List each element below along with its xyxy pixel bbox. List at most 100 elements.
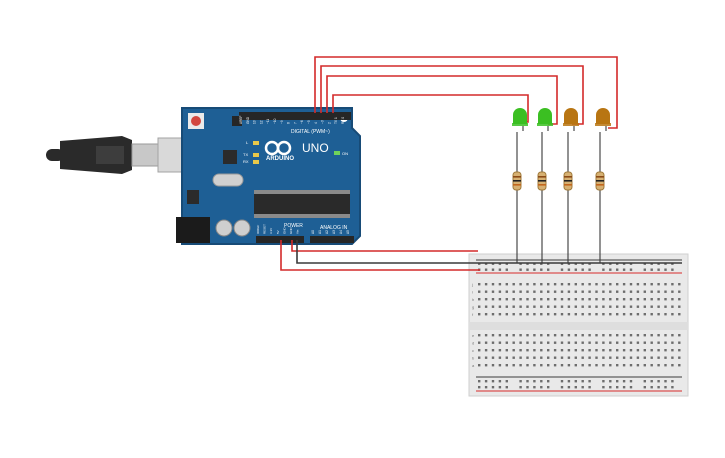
breadboard-hole[interactable] — [553, 334, 557, 337]
breadboard-hole[interactable] — [512, 341, 515, 344]
breadboard-hole[interactable] — [512, 290, 515, 293]
breadboard-hole[interactable] — [629, 364, 633, 367]
breadboard-hole[interactable] — [657, 380, 660, 383]
breadboard-hole[interactable] — [588, 313, 591, 316]
breadboard-hole[interactable] — [622, 305, 626, 308]
breadboard-hole[interactable] — [567, 313, 571, 316]
breadboard-hole[interactable] — [478, 298, 481, 301]
breadboard-hole[interactable] — [491, 298, 495, 301]
breadboard-hole[interactable] — [616, 298, 619, 301]
breadboard-hole[interactable] — [616, 341, 619, 344]
breadboard-hole[interactable] — [581, 268, 584, 271]
breadboard-hole[interactable] — [519, 298, 522, 301]
breadboard-hole[interactable] — [629, 283, 633, 286]
breadboard-hole[interactable] — [498, 349, 502, 352]
breadboard-hole[interactable] — [519, 268, 522, 271]
breadboard-hole[interactable] — [498, 386, 502, 389]
breadboard-hole[interactable] — [526, 386, 529, 389]
breadboard-hole[interactable] — [526, 298, 529, 301]
breadboard-hole[interactable] — [609, 364, 612, 367]
breadboard-hole[interactable] — [498, 341, 502, 344]
breadboard-hole[interactable] — [643, 380, 646, 383]
breadboard-hole[interactable] — [588, 364, 591, 367]
breadboard-hole[interactable] — [484, 386, 488, 389]
breadboard-hole[interactable] — [540, 334, 543, 337]
breadboard-hole[interactable] — [609, 313, 612, 316]
breadboard-hole[interactable] — [581, 380, 584, 383]
breadboard-hole[interactable] — [616, 386, 619, 389]
breadboard-hole[interactable] — [560, 290, 564, 293]
breadboard-hole[interactable] — [664, 341, 667, 344]
breadboard-hole[interactable] — [622, 349, 626, 352]
breadboard-hole[interactable] — [540, 349, 543, 352]
breadboard-hole[interactable] — [519, 334, 522, 337]
breadboard-hole[interactable] — [622, 298, 626, 301]
breadboard-hole[interactable] — [581, 305, 584, 308]
breadboard-hole[interactable] — [484, 356, 488, 359]
breadboard-hole[interactable] — [560, 356, 564, 359]
breadboard-hole[interactable] — [484, 364, 488, 367]
breadboard-hole[interactable] — [498, 334, 502, 337]
breadboard-hole[interactable] — [616, 290, 619, 293]
breadboard-hole[interactable] — [602, 305, 605, 308]
breadboard-hole[interactable] — [540, 380, 543, 383]
breadboard-hole[interactable] — [498, 313, 502, 316]
breadboard-hole[interactable] — [574, 364, 577, 367]
breadboard-hole[interactable] — [678, 334, 681, 337]
breadboard-hole[interactable] — [560, 305, 564, 308]
breadboard-hole[interactable] — [678, 305, 681, 308]
breadboard-hole[interactable] — [602, 356, 605, 359]
breadboard-hole[interactable] — [664, 356, 667, 359]
breadboard-hole[interactable] — [629, 341, 633, 344]
breadboard-hole[interactable] — [581, 364, 584, 367]
breadboard-hole[interactable] — [588, 341, 591, 344]
breadboard-hole[interactable] — [602, 290, 605, 293]
breadboard-hole[interactable] — [567, 341, 571, 344]
breadboard-hole[interactable] — [588, 298, 591, 301]
breadboard-hole[interactable] — [547, 380, 550, 383]
breadboard-hole[interactable] — [553, 341, 557, 344]
breadboard-hole[interactable] — [547, 305, 550, 308]
wire-red[interactable] — [320, 65, 584, 125]
breadboard-hole[interactable] — [671, 305, 674, 308]
breadboard-hole[interactable] — [519, 283, 522, 286]
breadboard-hole[interactable] — [491, 349, 495, 352]
breadboard-hole[interactable] — [609, 334, 612, 337]
breadboard-hole[interactable] — [636, 283, 640, 286]
breadboard-hole[interactable] — [533, 364, 536, 367]
breadboard-hole[interactable] — [512, 298, 515, 301]
breadboard-hole[interactable] — [553, 305, 557, 308]
breadboard-hole[interactable] — [512, 313, 515, 316]
breadboard-hole[interactable] — [505, 380, 508, 383]
breadboard-hole[interactable] — [629, 386, 633, 389]
breadboard-hole[interactable] — [636, 341, 640, 344]
breadboard-hole[interactable] — [491, 334, 495, 337]
breadboard-hole[interactable] — [560, 268, 564, 271]
breadboard-hole[interactable] — [595, 349, 598, 352]
breadboard-hole[interactable] — [560, 364, 564, 367]
breadboard-hole[interactable] — [505, 305, 508, 308]
breadboard-hole[interactable] — [498, 268, 502, 271]
breadboard-hole[interactable] — [553, 298, 557, 301]
breadboard-hole[interactable] — [588, 334, 591, 337]
breadboard-hole[interactable] — [671, 341, 674, 344]
breadboard-hole[interactable] — [622, 283, 626, 286]
breadboard-hole[interactable] — [588, 386, 591, 389]
breadboard-hole[interactable] — [629, 380, 633, 383]
breadboard-hole[interactable] — [484, 313, 488, 316]
breadboard-hole[interactable] — [505, 386, 508, 389]
breadboard-hole[interactable] — [622, 364, 626, 367]
wire-red[interactable] — [332, 94, 529, 123]
breadboard-hole[interactable] — [602, 268, 605, 271]
breadboard-hole[interactable] — [602, 298, 605, 301]
breadboard-hole[interactable] — [616, 380, 619, 383]
breadboard-hole[interactable] — [678, 290, 681, 293]
breadboard-hole[interactable] — [671, 313, 674, 316]
breadboard-hole[interactable] — [519, 386, 522, 389]
breadboard-hole[interactable] — [616, 305, 619, 308]
breadboard-hole[interactable] — [629, 298, 633, 301]
breadboard-hole[interactable] — [671, 290, 674, 293]
breadboard-hole[interactable] — [657, 334, 660, 337]
breadboard-hole[interactable] — [560, 341, 564, 344]
breadboard-hole[interactable] — [643, 386, 646, 389]
